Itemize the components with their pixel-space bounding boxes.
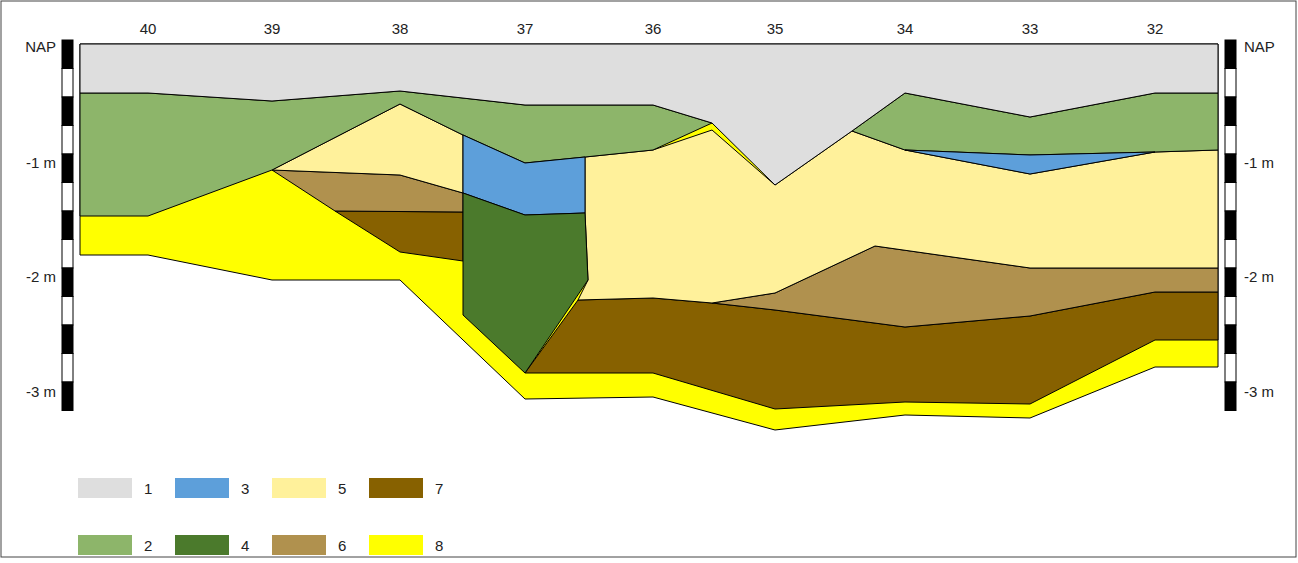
layer-1 [80,44,1218,185]
legend-label: 4 [241,538,249,553]
layer-3 [905,150,1155,174]
legend-item: 6 [272,535,362,555]
scale-segment [1225,126,1236,155]
layer-8 [80,44,1218,430]
scale-segment [1225,97,1236,126]
depth-label: -3 m [1244,384,1274,399]
borehole-number: 35 [767,21,784,36]
scale-segment [1225,354,1236,383]
depth-label: -1 m [1244,155,1274,170]
borehole-number: 34 [897,21,914,36]
borehole-number: 36 [645,21,662,36]
legend-swatch [175,535,229,555]
borehole-number: 39 [264,21,281,36]
legend-label: 5 [338,481,346,496]
depth-label: -2 m [26,269,56,284]
legend-item: 4 [175,535,265,555]
legend-swatch [78,478,132,498]
scale-segment [1225,40,1236,69]
legend-label: 6 [338,538,346,553]
layer-5 [578,130,1218,303]
legend-item: 3 [175,478,265,498]
scale-segment [1225,297,1236,326]
scale-segment [1225,154,1236,183]
legend-swatch [369,478,423,498]
legend-label: 7 [435,481,443,496]
borehole-number: 38 [392,21,409,36]
scale-segment [1225,240,1236,269]
scale-segment [62,183,73,212]
scale-segment [1225,69,1236,98]
depth-label: -2 m [1244,269,1274,284]
legend-swatch [272,478,326,498]
legend-label: 3 [241,481,249,496]
depth-label: -3 m [26,384,56,399]
scale-bar [62,40,73,411]
scale-segment [1225,183,1236,212]
legend-swatch [369,535,423,555]
scale-segment [62,211,73,240]
legend-swatch [175,478,229,498]
scale-segment [1225,211,1236,240]
legend-label: 1 [144,481,152,496]
depth-label: NAP [25,39,56,54]
scale-segment [62,97,73,126]
borehole-number: 33 [1022,21,1039,36]
scale-segment [1225,325,1236,354]
legend-swatch [78,535,132,555]
scale-bar [1225,40,1236,411]
layer-4 [463,193,588,373]
scale-segment [62,325,73,354]
borehole-number: 40 [140,21,157,36]
borehole-number: 37 [517,21,534,36]
scale-segment [1225,268,1236,297]
depth-label: NAP [1244,39,1275,54]
legend-item: 1 [78,478,168,498]
legend-item: 8 [369,535,459,555]
legend-item: 2 [78,535,168,555]
scale-segment [62,268,73,297]
layer-7 [335,211,463,261]
scale-segment [62,154,73,183]
scale-segment [62,297,73,326]
scale-segment [62,40,73,69]
scale-segment [1225,382,1236,411]
legend-swatch [272,535,326,555]
legend-label: 2 [144,538,152,553]
layer-2 [80,91,712,216]
legend-item: 7 [369,478,459,498]
depth-label: -1 m [26,155,56,170]
borehole-number: 32 [1147,21,1164,36]
scale-segment [62,240,73,269]
scale-segment [62,354,73,383]
scale-segment [62,126,73,155]
scale-segment [62,69,73,98]
legend-item: 5 [272,478,362,498]
legend-label: 8 [435,538,443,553]
scale-segment [62,382,73,411]
